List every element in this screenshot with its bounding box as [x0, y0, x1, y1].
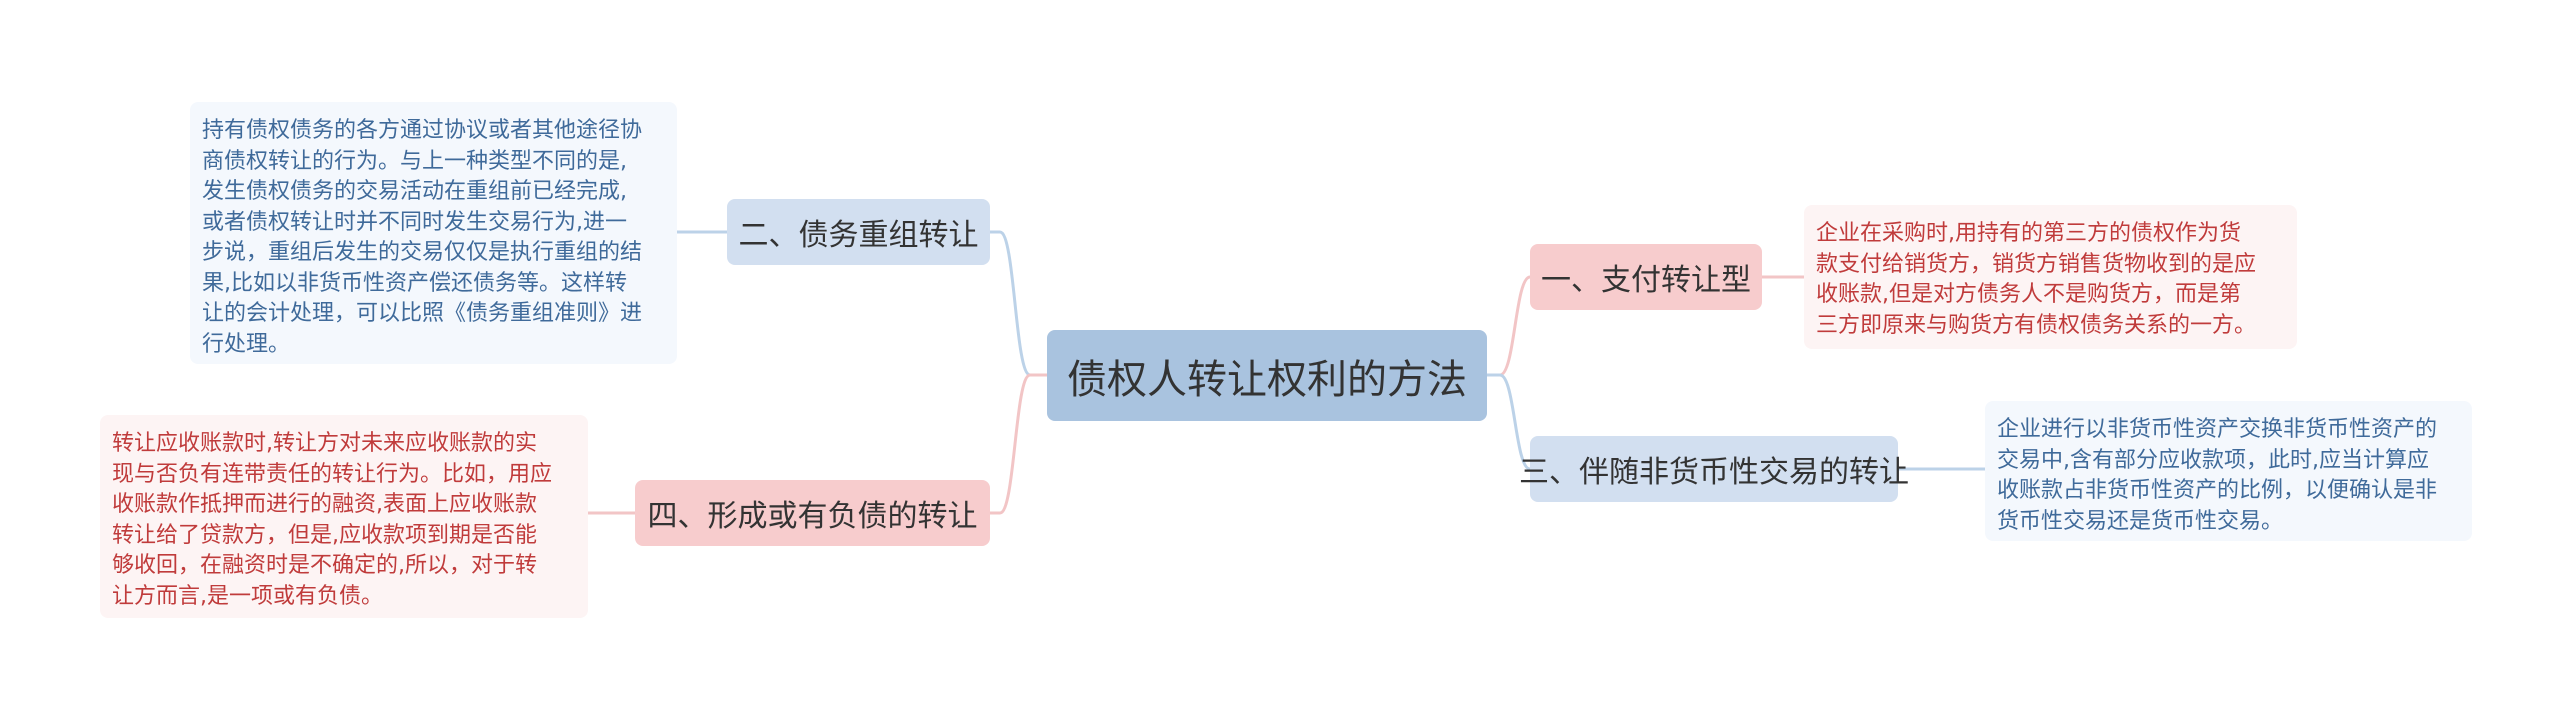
note-line: 收账款占非货币性资产的比例，以便确认是非: [1997, 478, 2438, 503]
note-non-monetary-transfer: 企业进行以非货币性资产交换非货币性资产的 交易中,含有部分应收款项，此时,应当计…: [1985, 401, 2472, 541]
connector-center-to-two: [990, 230, 1047, 377]
connector-center-to-three: [1487, 373, 1531, 471]
note-line: 持有债权债务的各方通过协议或者其他途径协: [202, 118, 643, 143]
note-line: 现与否负有连带责任的转让行为。比如，用应: [112, 461, 553, 487]
note-line: 交易中,含有部分应收款项，此时,应当计算应: [1997, 447, 2429, 473]
branch-payment-transfer[interactable]: 一、支付转让型: [1530, 244, 1762, 310]
note-line: 或者债权转让时并不同时发生交易行为,进一: [202, 209, 627, 235]
note-line: 收账款作抵押而进行的融资,表面上应收账款: [112, 492, 537, 517]
branch-non-monetary-transfer[interactable]: 三、伴随非货币性交易的转让: [1519, 436, 1909, 502]
note-line: 果,比如以非货币性资产偿还债务等。这样转: [202, 270, 627, 296]
note-line: 让的会计处理，可以比照《债务重组准则》进: [202, 301, 643, 326]
branch-debt-restructuring[interactable]: 二、债务重组转让: [727, 199, 990, 265]
branch-contingent-liability-label: 四、形成或有负债的转让: [647, 499, 978, 534]
note-line: 步说，重组后发生的交易仅仅是执行重组的结: [202, 240, 643, 265]
note-line: 货币性交易还是货币性交易。: [1997, 508, 2284, 534]
central-topic[interactable]: 债权人转让权利的方法: [1047, 330, 1487, 421]
note-line: 转让给了贷款方，但是,应收款项到期是否能: [112, 522, 537, 548]
central-topic-label: 债权人转让权利的方法: [1067, 356, 1467, 403]
note-payment-transfer: 企业在采购时,用持有的第三方的债权作为货 款支付给销货方，销货方销售货物收到的是…: [1804, 205, 2297, 349]
note-line: 三方即原来与购货方有债权债务关系的一方。: [1816, 312, 2257, 338]
branch-contingent-liability[interactable]: 四、形成或有负债的转让: [635, 480, 990, 546]
note-line: 让方而言,是一项或有负债。: [112, 583, 383, 609]
note-line: 行处理。: [202, 331, 291, 357]
note-line: 企业进行以非货币性资产交换非货币性资产的: [1997, 417, 2438, 442]
note-line: 企业在采购时,用持有的第三方的债权作为货: [1816, 221, 2241, 246]
note-line: 发生债权债务的交易活动在重组前已经完成,: [202, 179, 627, 204]
note-line: 商债权转让的行为。与上一种类型不同的是,: [202, 148, 627, 174]
branch-payment-transfer-label: 一、支付转让型: [1541, 263, 1751, 298]
connector-center-to-one: [1487, 275, 1531, 377]
note-contingent-liability: 转让应收账款时,转让方对未来应收账款的实 现与否负有连带责任的转让行为。比如，用…: [100, 415, 588, 618]
note-line: 够收回，在融资时是不确定的,所以，对于转: [112, 553, 537, 578]
note-debt-restructuring: 持有债权债务的各方通过协议或者其他途径协 商债权转让的行为。与上一种类型不同的是…: [190, 102, 677, 364]
connector-center-to-four: [990, 373, 1047, 515]
branch-non-monetary-transfer-label: 三、伴随非货币性交易的转让: [1519, 455, 1909, 490]
branch-debt-restructuring-label: 二、债务重组转让: [738, 218, 979, 253]
note-line: 款支付给销货方，销货方销售货物收到的是应: [1816, 251, 2257, 277]
note-line: 收账款,但是对方债务人不是购货方，而是第: [1816, 282, 2241, 307]
note-line: 转让应收账款时,转让方对未来应收账款的实: [112, 431, 537, 456]
